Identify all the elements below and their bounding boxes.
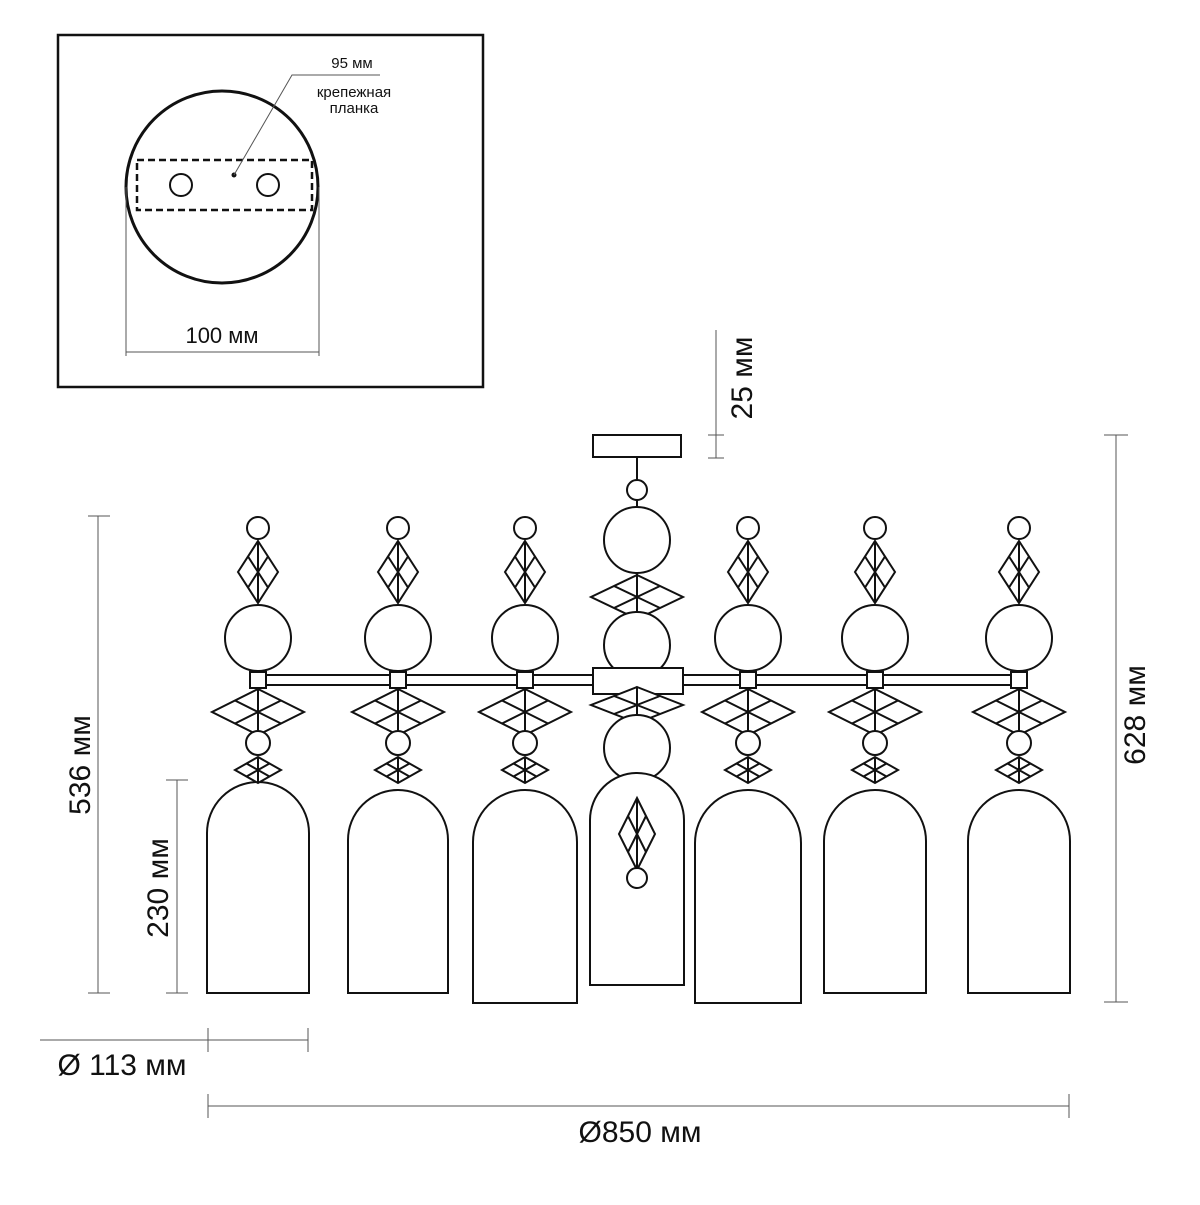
arm-2-small-ball [385,730,411,756]
arm-1-glass-ball [224,604,292,672]
arm-3-glass-ball [491,604,559,672]
arm-4-glass-ball [714,604,782,672]
arm-4-shade [694,789,802,1004]
canopy-height-label: 25 мм [726,337,759,420]
arm-6-small-ball [1006,730,1032,756]
shade-diameter-label: Ø 113 мм [57,1049,186,1082]
mounting-hole-right [256,173,280,197]
leader-line [233,74,380,176]
arm-1-finial [246,516,270,540]
arm-3-small-ball [512,730,538,756]
arm-3-finial [513,516,537,540]
center-bottom-ball [626,867,648,889]
arm-4-small-ball [735,730,761,756]
arm-6-collar [1010,671,1028,689]
arm-5-glass-ball [841,604,909,672]
arm-1-shade [206,781,310,994]
arm-5-collar [866,671,884,689]
arm-5-small-ball [862,730,888,756]
arm-2-shade [347,789,449,994]
dimension-lines: 25 мм 628 мм 536 мм 230 мм Ø 113 мм Ø850… [40,330,1152,1149]
total-height-label: 628 мм [1119,665,1152,765]
arm-5-shade [823,789,927,994]
arm-5-finial [863,516,887,540]
plate-name-line2: планка [330,100,379,117]
arm-4-finial [736,516,760,540]
mounting-hole-left [169,173,193,197]
base-diameter-label: 100 мм [185,323,258,348]
arm-2-glass-ball [364,604,432,672]
arm-3-shade [472,789,578,1004]
center-upper-ball [603,506,671,574]
plate-width-label: 95 мм [331,55,372,72]
total-diameter-label: Ø850 мм [579,1116,702,1149]
plate-name-line1: крепежная [317,84,391,101]
arm-6-finial [1007,516,1031,540]
lamp-arms [206,479,1071,1004]
arm-1-collar [249,671,267,689]
arm-1-small-ball [245,730,271,756]
inset-panel: 95 мм крепежная планка 100 мм [56,33,485,389]
ceiling-canopy [592,434,682,458]
center-top-ball [626,479,648,501]
arm-2-collar [389,671,407,689]
mounting-plate-outline [135,158,314,212]
arm-6-shade [967,789,1071,994]
arm-3-collar [516,671,534,689]
arm-2-finial [386,516,410,540]
shade-height-label: 230 мм [142,838,175,938]
center-lower-ball [603,714,671,782]
arm-6-glass-ball [985,604,1053,672]
body-height-label: 536 мм [64,715,97,815]
arm-4-collar [739,671,757,689]
